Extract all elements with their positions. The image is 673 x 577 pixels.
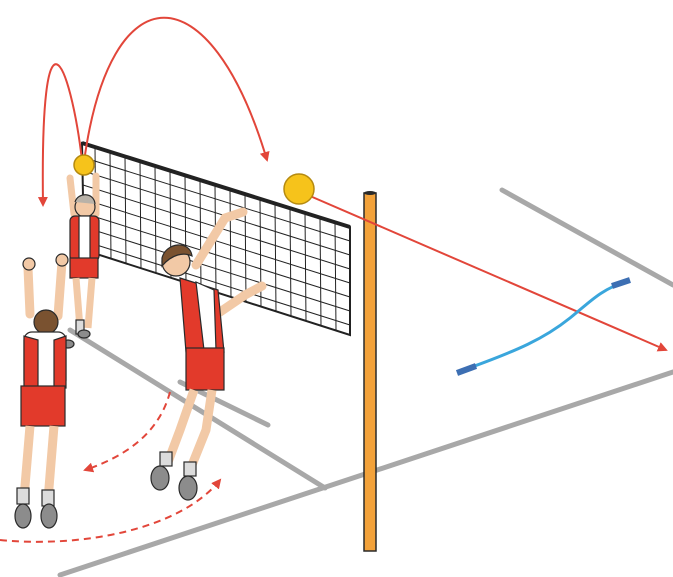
ball-spike xyxy=(284,174,314,204)
net-post xyxy=(364,191,376,551)
court-antenna-marker xyxy=(457,280,630,373)
ball-setter xyxy=(74,155,94,175)
blocker-player xyxy=(15,254,68,528)
